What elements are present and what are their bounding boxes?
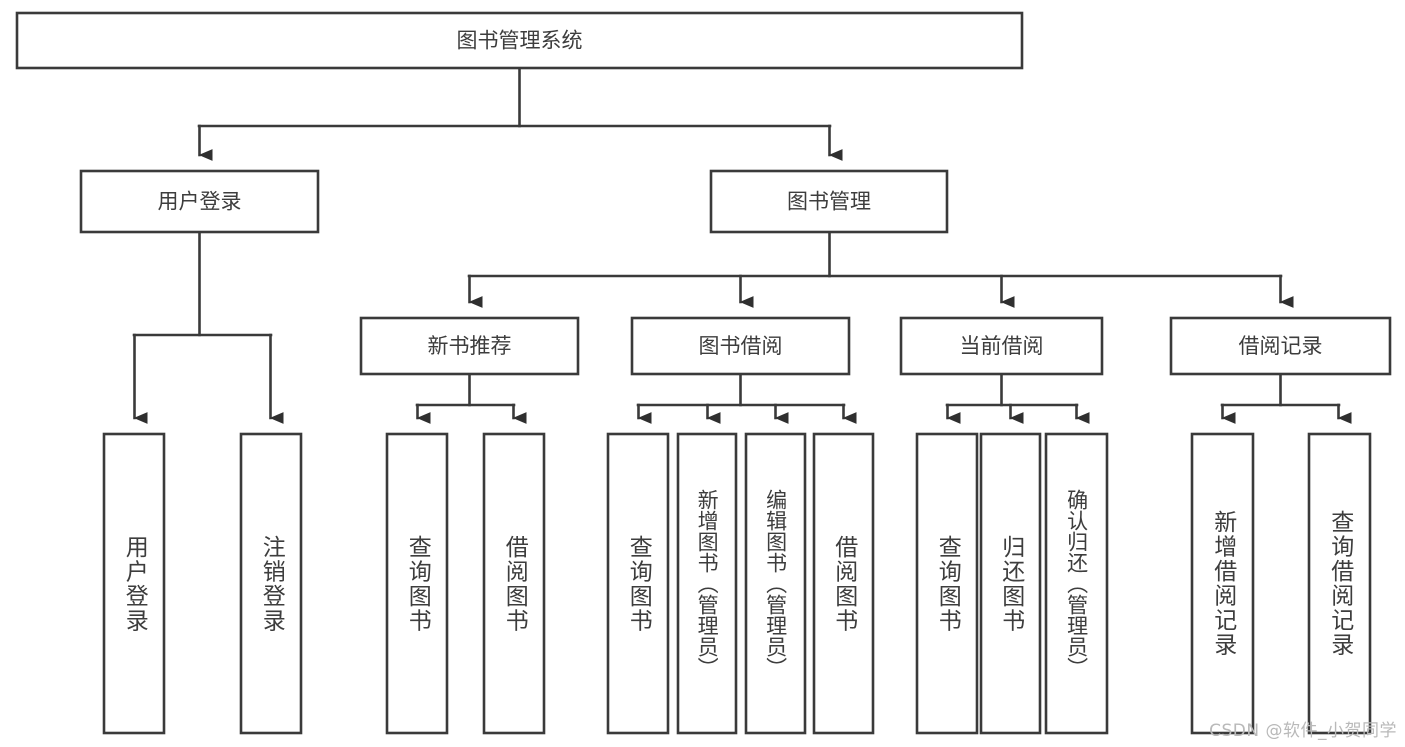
leaf-node[interactable]	[915, 432, 979, 735]
node-root[interactable]: 图书管理系统	[15, 11, 1024, 70]
connector-group-borrow	[636, 372, 857, 424]
node-book-management[interactable]: 图书管理	[709, 169, 949, 234]
leaf-node[interactable]	[1190, 432, 1255, 735]
leaf-node[interactable]	[744, 432, 807, 735]
leaf-node-box[interactable]	[239, 432, 303, 735]
leaf-node-box[interactable]	[812, 432, 875, 735]
leaf-node[interactable]	[606, 432, 670, 735]
connector-group-book-mgmt	[467, 230, 1294, 308]
leaf-node-box[interactable]	[1190, 432, 1255, 735]
node-current-borrow-box[interactable]	[899, 316, 1104, 376]
node-book-borrow-label: 图书借阅	[699, 334, 783, 358]
node-current-borrow[interactable]: 当前借阅	[899, 316, 1104, 376]
leaf-nodes	[102, 432, 1372, 735]
connector-group-user-login	[132, 230, 284, 424]
leaf-node[interactable]	[239, 432, 303, 735]
node-current-borrow-label: 当前借阅	[960, 334, 1044, 358]
node-book-borrow[interactable]: 图书借阅	[630, 316, 851, 376]
leaf-node[interactable]	[385, 432, 449, 735]
leaf-node-box[interactable]	[915, 432, 979, 735]
node-book-borrow-box[interactable]	[630, 316, 851, 376]
node-book-management-box[interactable]	[709, 169, 949, 234]
node-root-box[interactable]	[15, 11, 1024, 70]
level3-nodes: 新书推荐 图书借阅 当前借阅 借阅记录	[359, 316, 1392, 376]
leaf-node[interactable]	[1307, 432, 1372, 735]
connector-group-current	[945, 372, 1090, 424]
leaf-node[interactable]	[482, 432, 546, 735]
leaf-node[interactable]	[676, 432, 738, 735]
connector-group-root	[197, 66, 843, 161]
connector-group-record	[1220, 372, 1352, 424]
leaf-node-box[interactable]	[676, 432, 738, 735]
node-new-book-recommend[interactable]: 新书推荐	[359, 316, 580, 376]
leaf-node[interactable]	[979, 432, 1042, 735]
node-user-login-box[interactable]	[79, 169, 320, 234]
leaf-node-box[interactable]	[482, 432, 546, 735]
node-borrow-record-label: 借阅记录	[1239, 334, 1323, 358]
node-root-label: 图书管理系统	[457, 29, 583, 53]
node-borrow-record-box[interactable]	[1169, 316, 1392, 376]
node-new-book-recommend-label: 新书推荐	[428, 334, 512, 358]
node-new-book-recommend-box[interactable]	[359, 316, 580, 376]
node-borrow-record[interactable]: 借阅记录	[1169, 316, 1392, 376]
leaf-node[interactable]	[102, 432, 166, 735]
watermark-text: CSDN @软件_小贺同学	[1209, 721, 1397, 741]
node-user-login-label: 用户登录	[158, 190, 242, 214]
leaf-node-box[interactable]	[979, 432, 1042, 735]
level2-nodes: 用户登录 图书管理	[79, 169, 949, 234]
leaf-node-box[interactable]	[102, 432, 166, 735]
leaf-node-box[interactable]	[385, 432, 449, 735]
node-book-management-label: 图书管理	[787, 190, 871, 214]
connector-group-new-book	[415, 372, 527, 424]
node-user-login[interactable]: 用户登录	[79, 169, 320, 234]
leaf-node-box[interactable]	[606, 432, 670, 735]
leaf-node[interactable]	[1044, 432, 1109, 735]
leaf-node-box[interactable]	[1307, 432, 1372, 735]
leaf-node-box[interactable]	[744, 432, 807, 735]
leaf-node[interactable]	[812, 432, 875, 735]
leaf-node-box[interactable]	[1044, 432, 1109, 735]
